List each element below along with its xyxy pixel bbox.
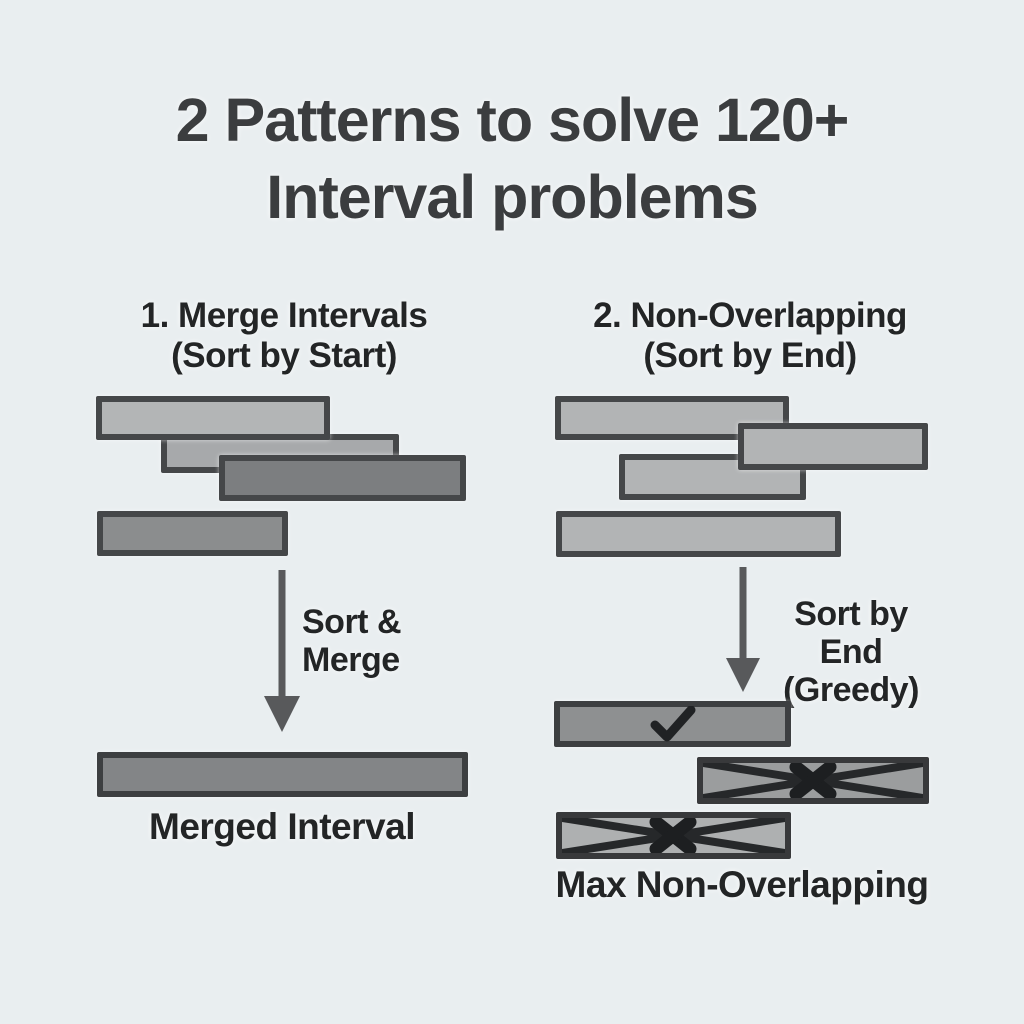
sort-by-end-label: Sort by End (Greedy) <box>760 595 942 709</box>
down-arrow-icon <box>264 570 300 732</box>
merge-input-interval-bar-4 <box>97 511 288 556</box>
merged-interval-label: Merged Interval <box>149 806 415 847</box>
merge-input-interval-bar-3 <box>219 455 466 501</box>
non-overlapping-heading-sub: (Sort by End) <box>643 336 857 375</box>
cross-icon <box>562 818 785 853</box>
merge-input-interval-bar-1 <box>96 396 330 440</box>
max-non-overlapping-label: Max Non-Overlapping <box>555 864 929 905</box>
page-title: 2 Patterns to solve 120+ Interval proble… <box>0 82 1024 236</box>
merged-interval-bar <box>97 752 468 797</box>
sort-merge-label-line-1: Sort & <box>302 603 402 641</box>
merge-intervals-heading-sub: (Sort by Start) <box>171 336 397 375</box>
cross-icon <box>703 763 923 798</box>
sort-by-end-label-line-2: (Greedy) <box>783 671 919 709</box>
nonoverlap-input-interval-bar-1 <box>555 396 789 440</box>
down-arrow-icon <box>726 567 760 692</box>
page-title-line-2: Interval problems <box>266 163 759 231</box>
nonoverlap-input-interval-bar-2 <box>738 423 928 470</box>
nonoverlap-input-interval-bar-3 <box>619 454 806 500</box>
sort-merge-label: Sort & Merge <box>302 603 402 679</box>
check-icon <box>650 706 695 742</box>
sort-merge-label-line-2: Merge <box>302 641 400 679</box>
rejected-interval-bar-2 <box>556 812 791 859</box>
merge-intervals-heading: 1. Merge Intervals (Sort by Start) <box>59 296 509 376</box>
kept-interval-bar <box>554 701 791 747</box>
nonoverlap-input-interval-bar-4 <box>556 511 841 557</box>
non-overlapping-heading: 2. Non-Overlapping (Sort by End) <box>525 296 975 376</box>
sort-by-end-label-line-1: Sort by End <box>794 595 908 671</box>
page-title-line-1: 2 Patterns to solve 120+ <box>175 86 850 154</box>
non-overlapping-heading-title: 2. Non-Overlapping <box>593 296 907 335</box>
merge-intervals-heading-title: 1. Merge Intervals <box>140 296 428 335</box>
rejected-interval-bar-1 <box>697 757 929 804</box>
